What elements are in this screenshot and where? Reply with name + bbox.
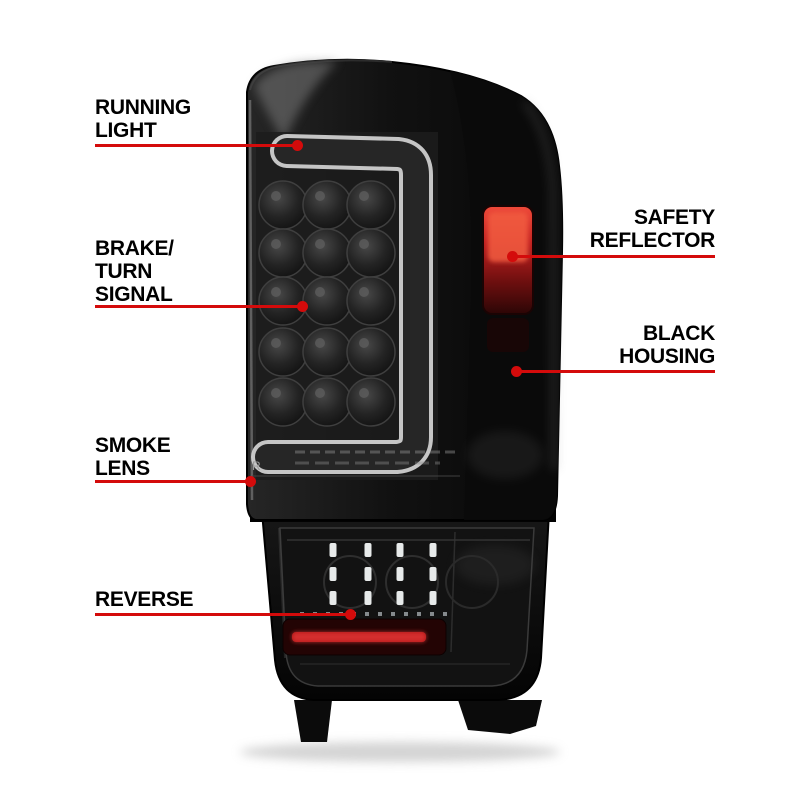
callout-text: TURN <box>95 260 153 283</box>
lower-red-bar <box>282 618 447 656</box>
callout-text: BLACK <box>643 322 715 345</box>
callout-dot-reverse <box>345 609 356 620</box>
callout-text: SIGNAL <box>95 283 173 306</box>
callout-label-running-light: RUNNING LIGHT <box>95 96 191 142</box>
callout-text: REFLECTOR <box>589 229 716 252</box>
callout-label-safety-reflector: SAFETY REFLECTOR <box>589 206 716 252</box>
callout-dot-running-light <box>292 140 303 151</box>
callout-label-reverse: REVERSE <box>95 588 194 611</box>
callout-leader-smoke-lens <box>95 480 251 483</box>
callout-text: LENS <box>95 457 150 480</box>
callout-text: REVERSE <box>95 588 194 611</box>
callout-dot-safety-reflector <box>507 251 518 262</box>
callout-leader-reverse <box>95 613 351 616</box>
safety-reflector-lens <box>482 205 534 352</box>
callout-text: RUNNING <box>95 96 191 119</box>
brake-led-array <box>258 180 396 427</box>
callout-dot-black-housing <box>511 366 522 377</box>
callout-leader-safety-reflector <box>512 255 715 258</box>
callout-label-smoke-lens: SMOKE LENS <box>95 434 171 480</box>
callout-dot-smoke-lens <box>245 476 256 487</box>
callout-text: BRAKE/ <box>95 237 174 260</box>
callout-text: LIGHT <box>95 119 157 142</box>
callout-leader-brake-turn-signal <box>95 305 303 308</box>
callout-text: SAFETY <box>633 206 715 229</box>
callout-label-brake-turn-signal: BRAKE/ TURN SIGNAL <box>95 237 174 306</box>
lens-markings: R <box>252 450 455 473</box>
callout-dot-brake-turn-signal <box>297 301 308 312</box>
callout-leader-black-housing <box>516 370 715 373</box>
ground-shadow <box>240 742 560 762</box>
reverse-light-section <box>260 511 551 701</box>
mounting-tabs <box>294 700 542 742</box>
callout-leader-running-light <box>95 144 297 147</box>
running-light-bar <box>251 134 433 474</box>
callout-text: SMOKE <box>95 434 171 457</box>
callout-label-black-housing: BLACK HOUSING <box>619 322 715 368</box>
lens-marking-r: R <box>252 459 261 473</box>
callout-text: HOUSING <box>619 345 715 368</box>
